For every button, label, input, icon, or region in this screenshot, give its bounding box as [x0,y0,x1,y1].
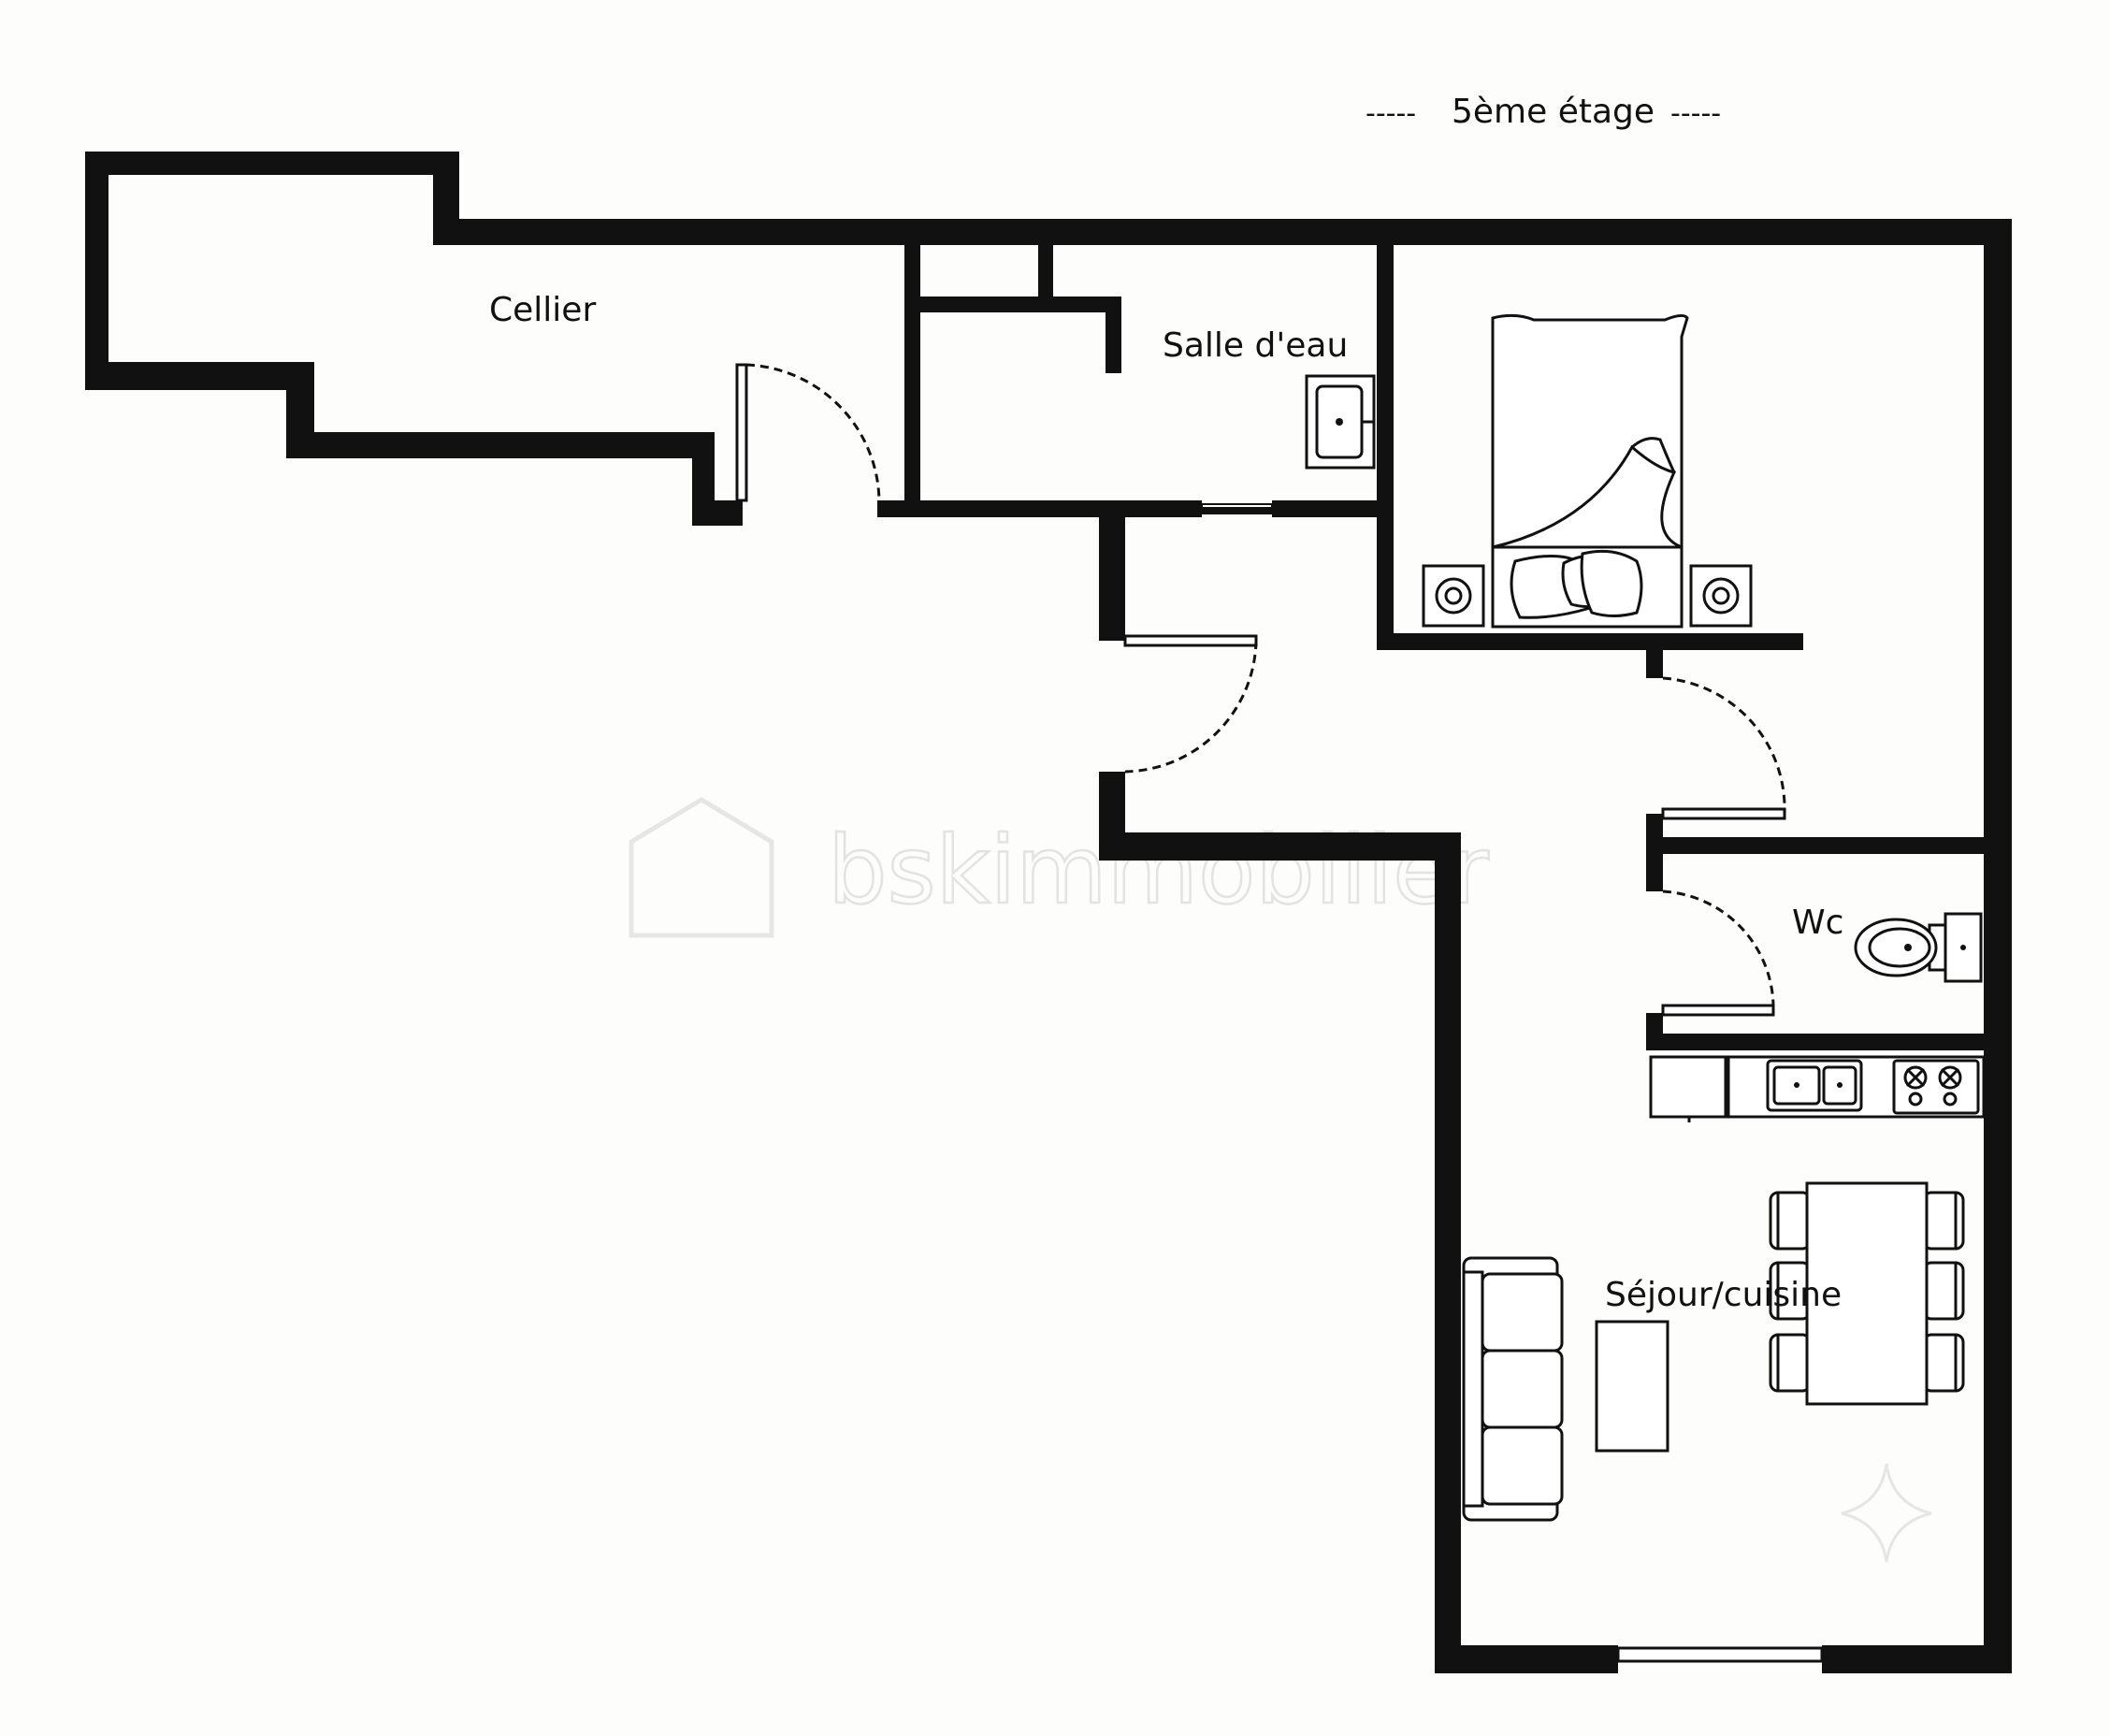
room-label-wc: Wc [1792,904,1843,942]
door-icon [1202,507,1272,513]
watermark-text: bskimmobilier [828,816,1490,925]
watermark-sparkle-icon [1841,1463,1932,1563]
wall [1435,832,1461,1673]
wall [1106,297,1121,373]
room-label-sejour: Séjour/cuisine [1605,1276,1842,1314]
washbasin-icon [1305,374,1376,470]
door-swing [1662,676,1786,815]
dining-chairs [1769,1191,1965,1393]
wall [85,152,459,175]
title-dashes-left: ----- [1366,97,1416,130]
wall [1435,1645,1618,1673]
floor-title: 5ème étage [1452,93,1655,131]
chair-icon [1922,1333,1965,1393]
watermark: bskimmobilier [629,797,1932,1563]
window [1616,1646,1824,1663]
door-swing [1124,640,1258,774]
bed-icon [1491,313,1689,629]
wall [1646,650,1663,678]
wall [692,500,743,526]
dining-table-icon [1805,1181,1929,1406]
room-label-cellier: Cellier [489,291,596,329]
walls [85,152,2012,1673]
wall [1038,245,1053,297]
wall [1099,772,1125,861]
coffee-table-icon [1595,1320,1669,1453]
wall [286,432,715,458]
chair-icon [1922,1191,1965,1251]
chair-icon [1769,1333,1812,1393]
wall [1099,832,1461,861]
toilet-icon [1854,912,1983,983]
nightstand-icon [1689,564,1753,628]
wall [1646,1034,1984,1050]
watermark-house-icon [629,797,774,938]
wall [1377,245,1394,650]
wall [1272,500,1377,517]
sink-icon [1766,1059,1863,1112]
door-icon [1123,634,1258,647]
wall [904,245,920,500]
door-icon [735,363,748,502]
door-icon [1661,807,1786,820]
title-dashes-right: ----- [1670,97,1721,130]
wall [85,362,314,390]
nightstand-icon [1422,564,1485,628]
sofa-icon [1462,1256,1564,1522]
chair-icon [1922,1261,1965,1321]
door-swing [745,363,881,501]
doors [735,363,1786,1017]
wall [85,152,108,390]
chair-icon [1769,1191,1812,1251]
wall [877,500,1202,517]
door-swing [1662,890,1775,1011]
wall [1646,837,1984,854]
room-label-salle-eau: Salle d'eau [1163,326,1348,365]
wall [904,297,1121,312]
wall [1377,633,1803,650]
wall [433,219,2012,245]
chair-icon [1769,1261,1812,1321]
wall [1099,500,1125,641]
cooktop-icon [1892,1059,1980,1115]
wall [1822,1645,2012,1673]
door-icon [1661,1004,1775,1017]
wall [1984,219,2012,1673]
